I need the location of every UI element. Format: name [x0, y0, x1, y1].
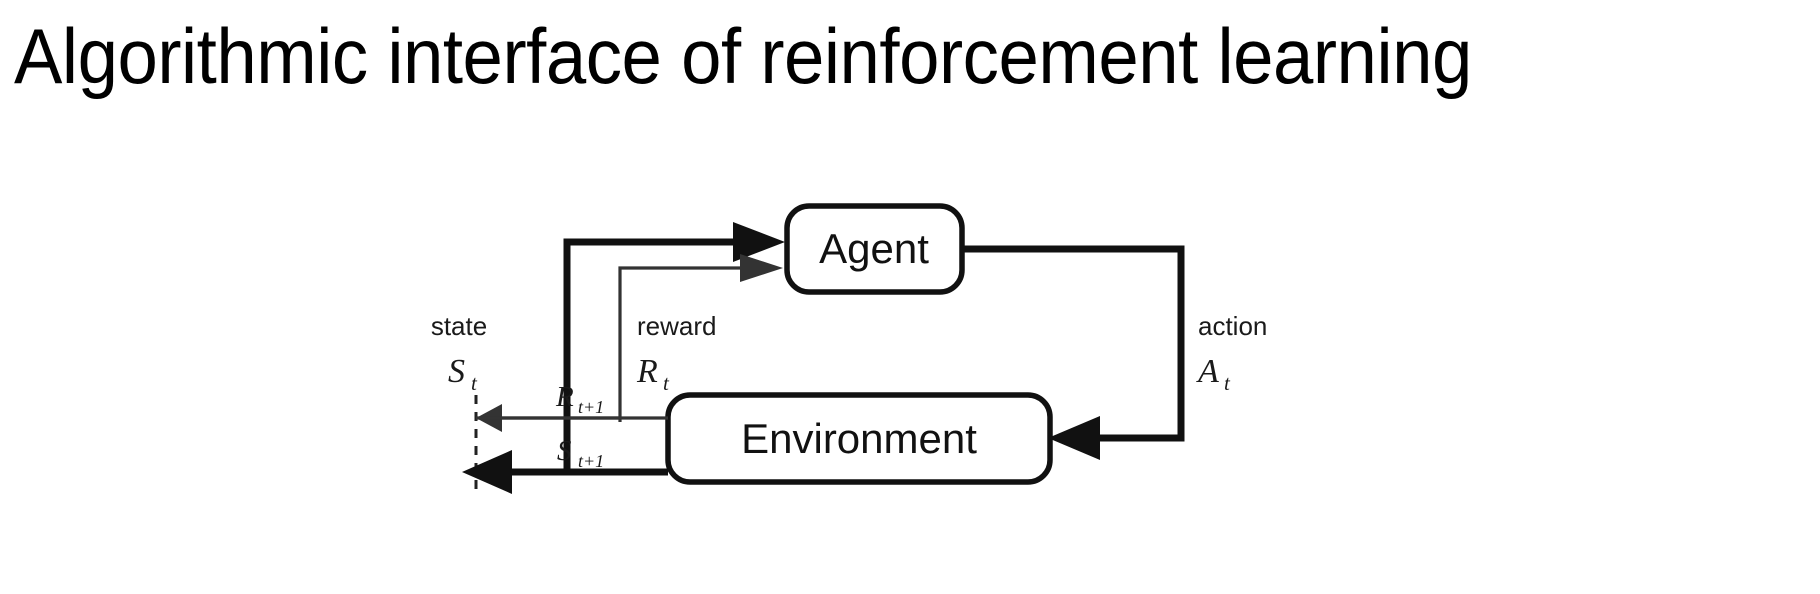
next-reward-subscript: t+1 [578, 397, 604, 417]
environment-box-label: Environment [741, 415, 977, 462]
edge-action-to-environment [962, 245, 1185, 460]
rl-loop-diagram: Agent Environment [431, 203, 1267, 495]
action-label-word: action [1198, 311, 1267, 341]
label-reward: reward R t [636, 311, 716, 395]
action-label-subscript: t [1224, 371, 1231, 395]
label-next-reward: R t+1 [555, 381, 604, 417]
reward-label-symbol: R [636, 353, 658, 390]
state-label-symbol: S [448, 353, 465, 390]
state-label-word: state [431, 311, 487, 341]
reward-label-subscript: t [663, 371, 670, 395]
agent-box-label: Agent [819, 225, 929, 272]
next-reward-symbol: R [555, 381, 574, 413]
action-label-symbol: A [1196, 353, 1219, 390]
edge-state-to-agent [563, 222, 785, 472]
state-label-subscript: t [471, 371, 478, 395]
node-environment[interactable]: Environment [665, 392, 1053, 485]
environment-box-shape [665, 392, 1053, 485]
label-next-state: S t+1 [557, 435, 604, 471]
label-state: state S t [431, 311, 487, 395]
edge-reward-to-agent [618, 254, 783, 422]
page-title: Algorithmic interface of reinforcement l… [14, 12, 1472, 100]
next-state-symbol: S [557, 435, 572, 467]
node-agent[interactable]: Agent [784, 203, 965, 295]
next-state-subscript: t+1 [578, 451, 604, 471]
diagram-container: Agent Environment [0, 150, 1820, 570]
reward-label-word: reward [637, 311, 716, 341]
label-action: action A t [1196, 311, 1267, 395]
